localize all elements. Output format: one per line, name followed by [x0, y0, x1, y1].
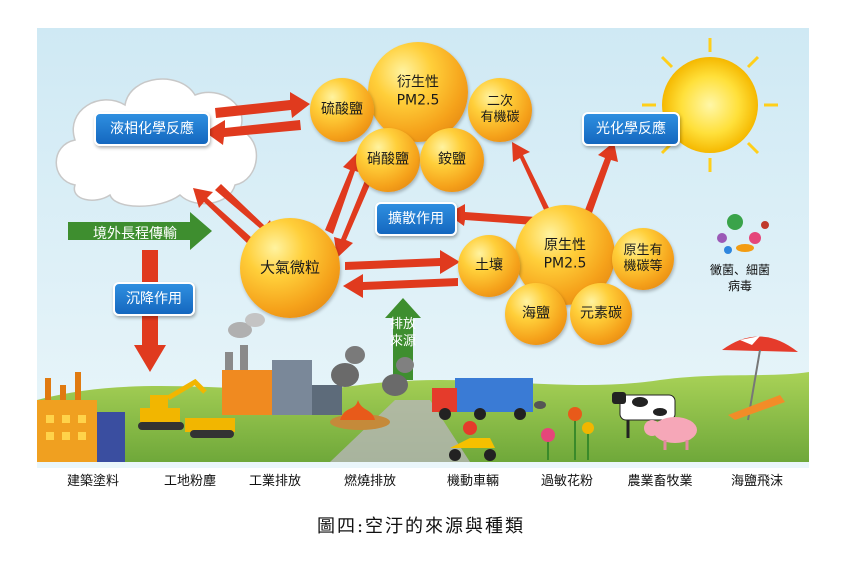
diffusion-box: 擴散作用: [375, 202, 457, 236]
nitrate-bubble: 硝酸鹽: [356, 128, 420, 192]
photochemistry-label: 光化學反應: [596, 121, 666, 137]
emission-source-line2: 來源: [389, 334, 416, 349]
diffusion-label: 擴散作用: [388, 211, 444, 227]
secondary-pm25-bubble: 衍生性 PM2.5: [368, 42, 468, 142]
flower-icon: [541, 407, 594, 460]
photochemistry-box: 光化學反應: [582, 112, 680, 146]
deposition-box: 沉降作用: [113, 282, 195, 316]
atmospheric-particles-label: 大氣微粒: [259, 258, 320, 277]
green-arrows: [68, 212, 421, 380]
primary-organic-line1: 原生有: [623, 242, 663, 258]
elemental-carbon-label: 元素碳: [580, 305, 622, 322]
sulfate-label: 硫酸鹽: [321, 101, 363, 118]
figure-caption: 圖四:空汙的來源與種類: [316, 516, 526, 537]
industrial-plant-icon: [222, 313, 342, 415]
nitrate-label: 硝酸鹽: [367, 151, 409, 168]
bio-aerosol-line2: 病毒: [727, 279, 752, 293]
ammonium-bubble: 銨鹽: [420, 128, 484, 192]
secondary-pm25-line1: 衍生性: [397, 74, 439, 91]
excavator-icon: [138, 378, 235, 438]
sulfate-bubble: 硫酸鹽: [310, 78, 374, 142]
source-label-combustion: 燃燒排放: [343, 474, 396, 489]
bio-aerosol-label: 黴菌、細菌 病毒: [700, 262, 780, 294]
emission-arrow: [385, 298, 421, 380]
secondary-organic-carbon-bubble: 二次 有機碳: [468, 78, 532, 142]
emission-source-line1: 排放: [389, 317, 416, 332]
deposition-label: 沉降作用: [126, 291, 182, 307]
factory-icon: [37, 372, 125, 462]
source-label-building-paint: 建築塗料: [66, 474, 119, 489]
fire-smoke-icon: [330, 346, 414, 430]
source-label-construction-dust: 工地粉塵: [163, 474, 216, 489]
soil-label: 土壤: [475, 257, 503, 274]
liquid-chemistry-box: 液相化學反應: [94, 112, 210, 146]
ammonium-label: 銨鹽: [438, 151, 466, 168]
sun-icon: [642, 38, 778, 172]
source-label-sea-spray: 海鹽飛沫: [730, 474, 783, 489]
secondary-organic-line2: 有機碳: [480, 110, 520, 125]
road: [330, 400, 470, 462]
sea-salt-bubble: 海鹽: [505, 283, 567, 345]
source-label-pollen: 過敏花粉: [540, 474, 593, 489]
primary-pm25-line2: PM2.5: [543, 255, 587, 271]
long-range-transport-label: 境外長程傳輸: [93, 226, 177, 242]
liquid-chemistry-label: 液相化學反應: [110, 121, 194, 137]
bio-aerosol-line1: 黴菌、細菌: [709, 263, 770, 277]
process-arrows: [193, 92, 618, 298]
primary-organic-line2: 機碳等: [623, 259, 663, 274]
microbe-icon: [717, 214, 769, 254]
source-label-vehicles: 機動車輛: [446, 474, 499, 489]
primary-organic-carbon-bubble: 原生有 機碳等: [612, 228, 674, 290]
long-range-arrow: [68, 212, 212, 250]
atmospheric-particles-bubble: 大氣微粒: [240, 218, 340, 318]
scooter-icon: [449, 421, 496, 461]
secondary-organic-line1: 二次: [486, 93, 513, 109]
secondary-pm25-line2: PM2.5: [396, 92, 440, 108]
primary-pm25-line1: 原生性: [544, 237, 586, 254]
soil-bubble: 土壤: [458, 235, 520, 297]
source-label-agriculture: 農業畜牧業: [627, 474, 693, 489]
sea-salt-label: 海鹽: [522, 305, 550, 322]
source-label-industrial: 工業排放: [248, 474, 301, 489]
beach-umbrella-icon: [722, 336, 798, 421]
emission-source-label: 排放 來源: [388, 316, 418, 350]
pig-icon: [644, 417, 697, 450]
truck-icon: [432, 378, 546, 420]
elemental-carbon-bubble: 元素碳: [570, 283, 632, 345]
